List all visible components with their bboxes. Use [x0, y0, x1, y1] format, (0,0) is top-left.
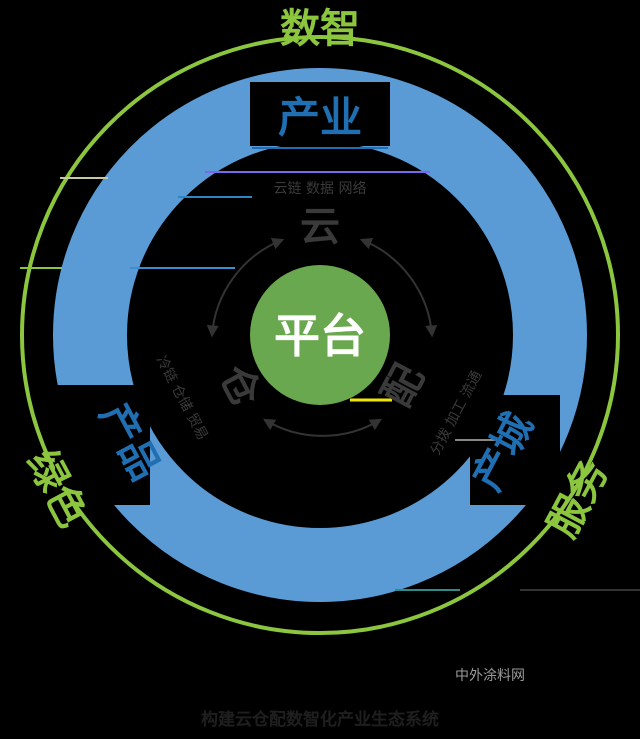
- node-warehouse-desc: 冷链 仓储 贸易: [153, 353, 211, 443]
- watermark: 中外涂料网: [455, 668, 525, 684]
- middle-label-top: 产业: [278, 93, 362, 142]
- node-cloud: 云: [300, 204, 340, 250]
- center-circle: [250, 265, 390, 405]
- cycle-arrow: [359, 238, 438, 338]
- ring-gap-top: [250, 82, 390, 146]
- outer-ring: [20, 35, 620, 635]
- cycle-arrow: [206, 238, 285, 338]
- ring-gap-left: [55, 385, 150, 505]
- cycle-arrow: [262, 418, 383, 437]
- node-cloud-desc: 云链 数据 网络: [274, 181, 367, 197]
- center-label: 平台: [274, 309, 366, 363]
- outer-label-top: 数智: [280, 6, 360, 52]
- caption: 构建云仓配数智化产业生态系统: [201, 710, 439, 730]
- ring-gap-right: [470, 395, 560, 505]
